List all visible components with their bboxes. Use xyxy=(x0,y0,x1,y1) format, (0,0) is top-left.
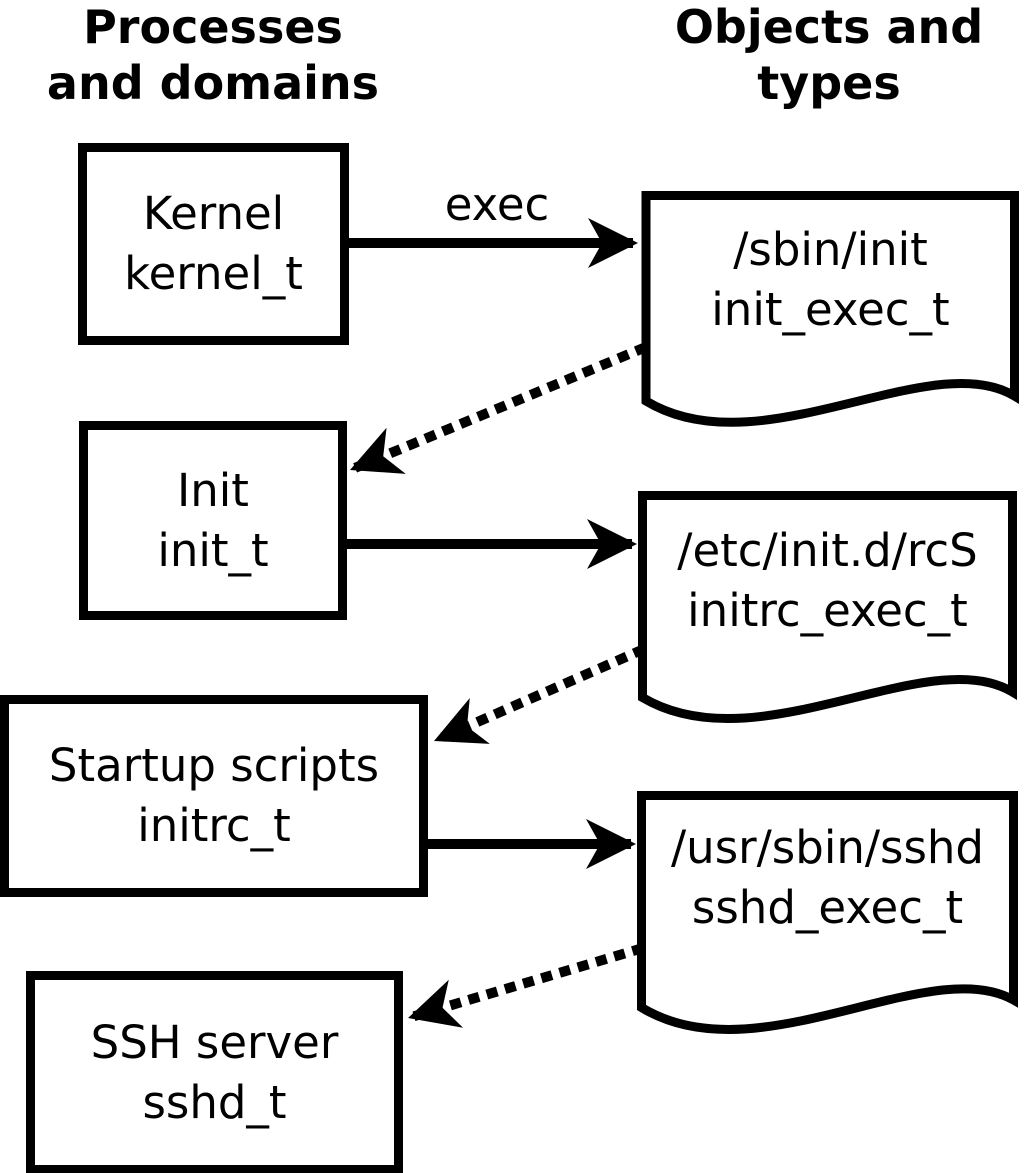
object-text-sbin-init: /sbin/init init_exec_t xyxy=(642,220,1019,340)
exec-arrow-label: exec xyxy=(444,178,550,231)
object-doc-etc-initd-rcs xyxy=(638,491,1017,724)
object-text-etc-initd-rcs: /etc/init.d/rcS initrc_exec_t xyxy=(638,521,1017,641)
object-doc-usr-sbin-sshd xyxy=(637,791,1018,1034)
process-label: Kernel xyxy=(142,187,285,240)
object-doc-sbin-init xyxy=(641,191,1019,427)
object-text-usr-sbin-sshd: /usr/sbin/sshd sshd_exec_t xyxy=(637,818,1018,938)
transition-arrow-sshd-to-sshd-t xyxy=(408,943,645,1028)
process-domain-type: init_t xyxy=(157,523,269,577)
transition-arrow-rcs-to-initrc-t xyxy=(434,644,647,744)
process-label: Startup scripts xyxy=(48,739,380,792)
process-label: Init xyxy=(177,463,249,517)
object-file-type: init_exec_t xyxy=(711,283,950,336)
process-domain-type: sshd_t xyxy=(142,1075,287,1129)
process-box-init: Init init_t xyxy=(79,421,347,620)
object-file-type: sshd_exec_t xyxy=(691,881,964,934)
column-header-objects: Objects and types xyxy=(674,0,984,110)
process-domain-type: initrc_t xyxy=(137,799,291,852)
process-box-startup-scripts: Startup scripts initrc_t xyxy=(0,695,428,897)
object-path: /sbin/init xyxy=(733,223,928,276)
object-path: /usr/sbin/sshd xyxy=(671,821,984,874)
process-domain-type: kernel_t xyxy=(124,247,303,300)
process-box-kernel: Kernel kernel_t xyxy=(78,143,349,345)
object-file-type: initrc_exec_t xyxy=(687,584,968,637)
object-path: /etc/init.d/rcS xyxy=(677,524,978,577)
transition-arrow-sbin-init-to-init-t xyxy=(349,342,648,474)
process-label: SSH server xyxy=(90,1015,339,1069)
process-box-ssh-server: SSH server sshd_t xyxy=(26,971,403,1173)
column-header-processes: Processes and domains xyxy=(46,0,380,110)
